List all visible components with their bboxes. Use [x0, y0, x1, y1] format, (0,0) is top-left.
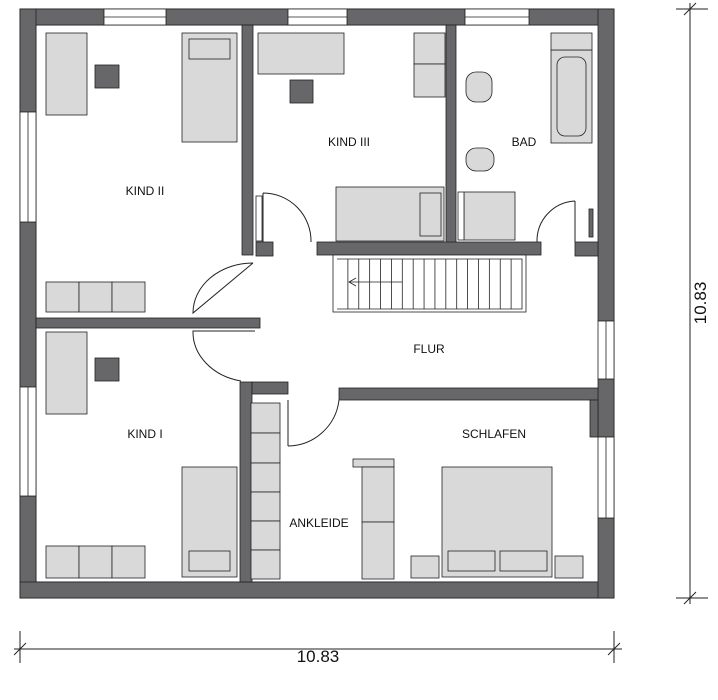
desk-kind-iii	[257, 32, 345, 75]
shelf-kind-ii-2	[78, 281, 113, 313]
dimension-depth-label: 10.83	[691, 282, 710, 325]
room-label-ankleide: ANKLEIDE	[289, 516, 348, 530]
shelf-kind-i-1	[45, 545, 80, 579]
wardrobe-4	[250, 491, 281, 522]
door-swings	[192, 192, 576, 447]
shelf-kind-i-3	[111, 545, 146, 579]
wardrobe-5	[250, 520, 281, 551]
room-label-bad: BAD	[512, 135, 537, 149]
pillow-kind-iii	[419, 192, 442, 237]
staircase	[332, 254, 527, 313]
nightstand-right	[554, 555, 584, 579]
interior-walls	[35, 24, 599, 583]
shelf-kind-ii-3	[111, 281, 146, 313]
room-label-kind-ii: KIND II	[126, 184, 165, 198]
chair-kind-ii	[94, 64, 120, 89]
desk-kind-ii	[45, 32, 88, 116]
bath-shelf	[550, 32, 593, 51]
pillow-right	[499, 550, 548, 572]
chair-kind-iii	[289, 79, 314, 104]
wardrobe-3	[250, 462, 281, 493]
room-label-flur: FLUR	[413, 342, 445, 356]
washbasin	[465, 71, 493, 103]
room-label-kind-i: KIND I	[127, 427, 162, 441]
wardrobe-7	[361, 466, 395, 523]
pillow-kind-ii	[188, 38, 231, 60]
nightstand-left	[410, 555, 440, 579]
outer-walls	[19, 8, 615, 599]
cabinet-kind-iii-1	[413, 32, 446, 65]
room-label-schlafen: SCHLAFEN	[462, 427, 526, 441]
room-label-kind-iii: KIND III	[328, 135, 370, 149]
pillow-kind-i	[188, 550, 231, 572]
pillow-left	[447, 550, 496, 572]
wardrobe-6	[250, 549, 281, 580]
wardrobe-divider	[352, 458, 395, 468]
wardrobe-1	[250, 402, 281, 434]
furniture	[45, 32, 594, 580]
shower	[463, 191, 516, 241]
windows	[19, 8, 615, 519]
towel-rail	[588, 208, 594, 238]
shelf-kind-i-2	[78, 545, 113, 579]
wardrobe-8	[361, 521, 395, 580]
bathtub-inner	[556, 56, 587, 137]
toilet	[465, 147, 495, 172]
side-panel-kind-iii	[255, 195, 263, 242]
bad-cabinet	[457, 191, 465, 241]
shelf-kind-ii-1	[45, 281, 80, 313]
chair-kind-i	[94, 357, 120, 382]
desk-kind-i	[45, 331, 88, 415]
dimension-width-label: 10.83	[297, 647, 340, 666]
wardrobe-2	[250, 432, 281, 464]
cabinet-kind-iii-2	[413, 63, 446, 98]
dimension-lines	[13, 2, 708, 663]
